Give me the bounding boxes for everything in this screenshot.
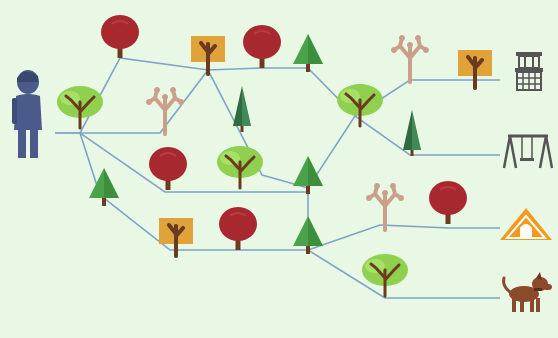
- person-icon: [12, 70, 42, 158]
- path-segment: [79, 132, 308, 193]
- path-segment: [354, 115, 500, 156]
- path-segment: [307, 249, 500, 299]
- swing-set-icon: [502, 134, 554, 169]
- path-segment: [307, 224, 500, 251]
- tent-icon: [500, 208, 552, 240]
- tower-icon: [515, 52, 543, 91]
- dog-icon: [502, 272, 552, 312]
- path-segment: [79, 132, 308, 251]
